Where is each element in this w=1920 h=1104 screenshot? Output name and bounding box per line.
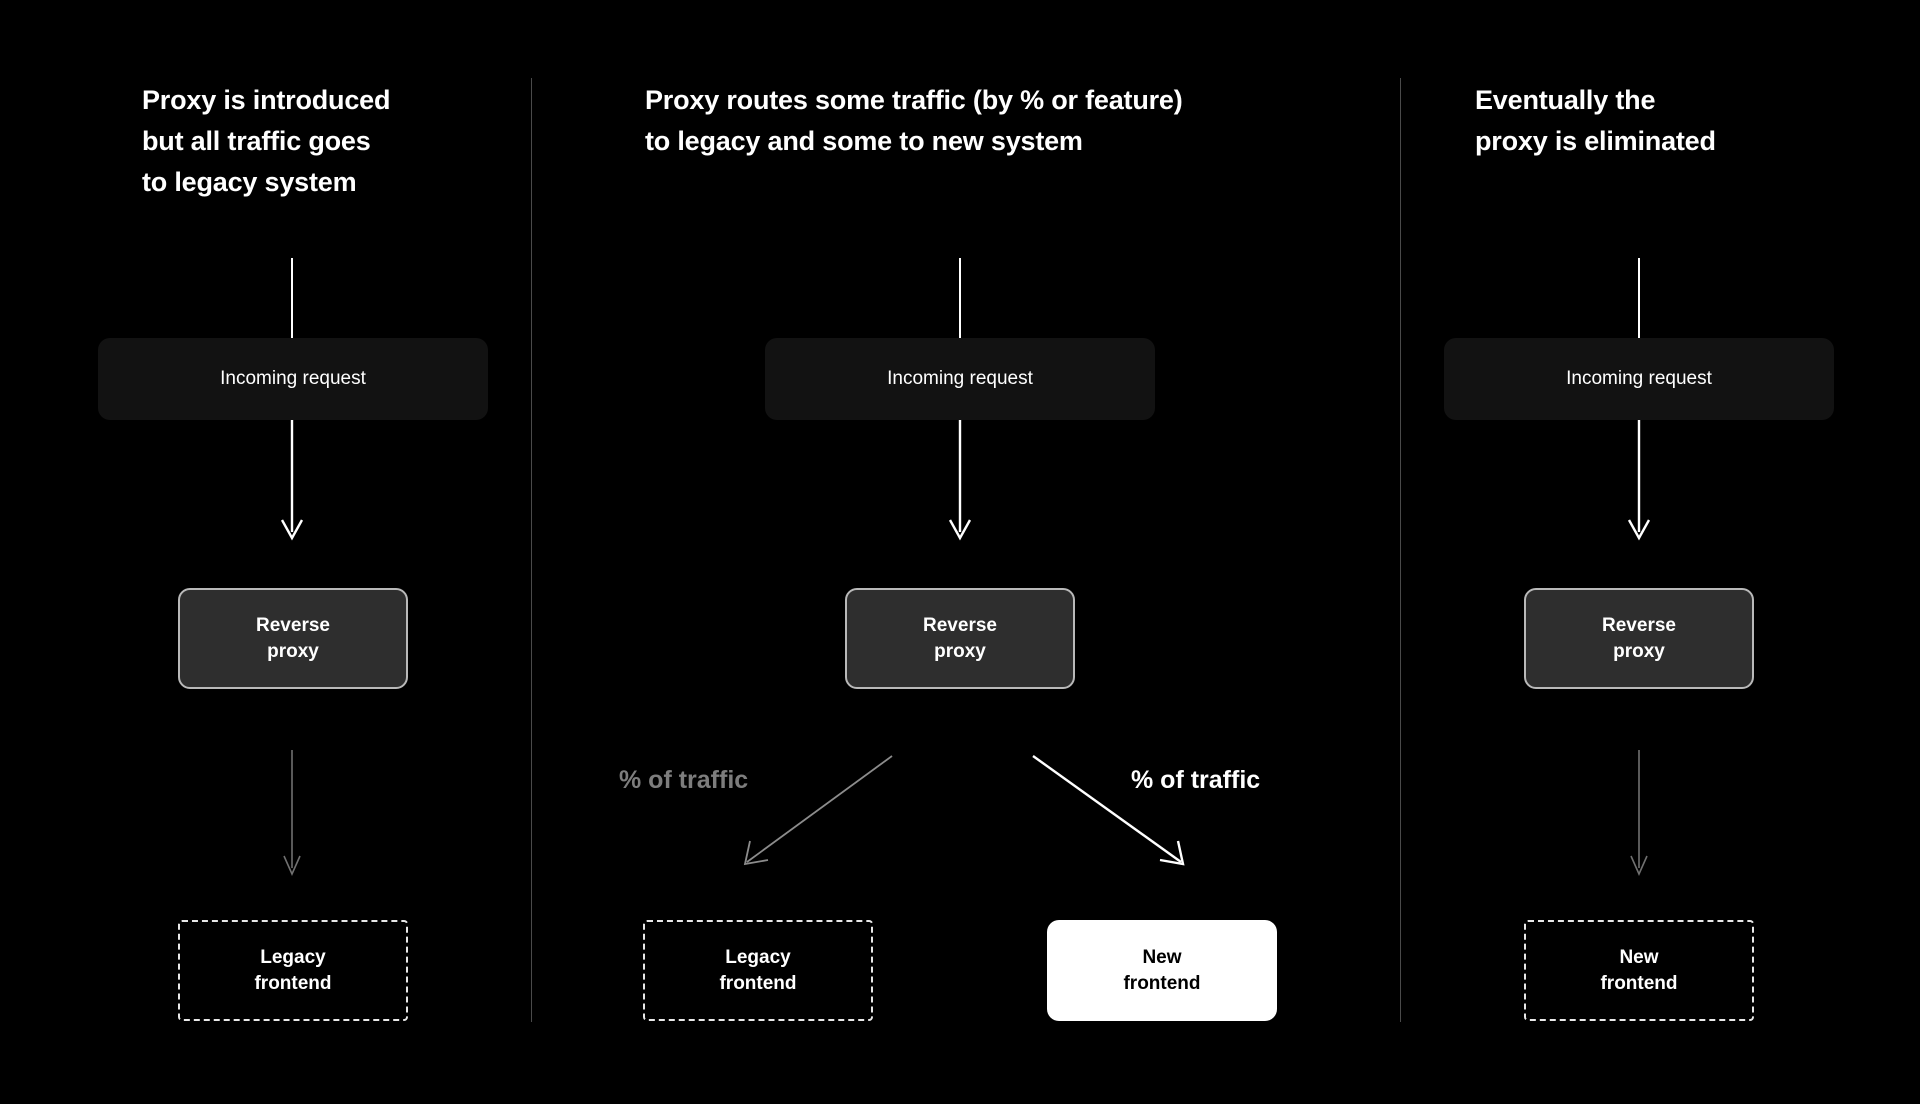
stage-2-legacy-frontend-box: Legacy frontend	[643, 920, 873, 1021]
stage-2-heading: Proxy routes some traffic (by % or featu…	[645, 85, 1183, 156]
stage-3-arrow-proxy-to-frontend	[1630, 750, 1648, 876]
stage-column-1: Proxy is introduced but all traffic goes…	[0, 0, 531, 1104]
stage-3-incoming-request-box: Incoming request	[1444, 338, 1834, 420]
stage-2-reverse-proxy-box: Reverse proxy	[845, 588, 1075, 689]
stage-3-arrow-incoming-to-proxy	[1627, 420, 1651, 541]
stage-3-heading: Eventually the proxy is eliminated	[1475, 85, 1716, 156]
stage-3-reverse-proxy-box: Reverse proxy	[1524, 588, 1754, 689]
stage-3-new-frontend-box: New frontend	[1524, 920, 1754, 1021]
stage-2-arrow-incoming-to-proxy	[948, 420, 972, 541]
stage-1-arrow-incoming-to-proxy	[280, 420, 304, 541]
stage-1-inbound-line	[291, 258, 293, 338]
stage-2-new-frontend-box: New frontend	[1047, 920, 1277, 1021]
column-divider-2	[1400, 78, 1401, 1022]
stage-2-branch-label-new: % of traffic	[1131, 766, 1261, 794]
stage-column-2: Proxy routes some traffic (by % or featu…	[531, 0, 1400, 1104]
stage-3-inbound-line	[1638, 258, 1640, 338]
stage-2-incoming-request-box: Incoming request	[765, 338, 1155, 420]
stage-1-reverse-proxy-box: Reverse proxy	[178, 588, 408, 689]
stage-1-incoming-request-box: Incoming request	[98, 338, 488, 420]
stage-1-legacy-frontend-box: Legacy frontend	[178, 920, 408, 1021]
column-divider-1	[531, 78, 532, 1022]
stage-1-heading: Proxy is introduced but all traffic goes…	[142, 85, 391, 197]
stage-1-arrow-proxy-to-frontend	[283, 750, 301, 876]
stage-2-branch-label-legacy: % of traffic	[619, 766, 749, 794]
stage-column-3: Eventually the proxy is eliminated Incom…	[1400, 0, 1920, 1104]
stage-2-inbound-line	[959, 258, 961, 338]
